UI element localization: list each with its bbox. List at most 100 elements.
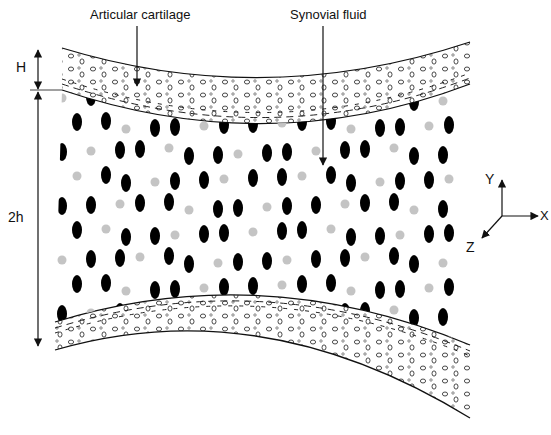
fluid-particle [340, 249, 350, 267]
cartilage-layers [55, 73, 470, 356]
fluid-particle [199, 171, 209, 189]
fluid-particle [444, 224, 454, 242]
fluid-particle [347, 125, 356, 134]
fluid-particle [311, 250, 321, 268]
fluid-particle [283, 256, 292, 265]
fluid-particle [326, 328, 336, 346]
fluid-particle [135, 194, 145, 212]
fluid-particle [326, 112, 336, 130]
fluid-particle [297, 221, 307, 239]
fluid-particle [57, 143, 67, 161]
fluid-particle [151, 178, 160, 187]
fluid-particle [233, 253, 243, 271]
fluid-particle [136, 91, 145, 100]
fluid-particle [424, 171, 434, 189]
fluid-particle [346, 174, 356, 192]
cartilage-outlines [55, 42, 470, 418]
fluid-particle [409, 147, 419, 165]
fluid-particle [249, 228, 258, 237]
fluid-particle [262, 252, 272, 270]
fluid-particle [121, 228, 131, 246]
fluid-particle [341, 200, 350, 209]
fluid-particle [262, 90, 272, 108]
fluid-particle [101, 328, 111, 346]
fluid-particle [248, 169, 258, 187]
fluid-particle [121, 336, 131, 354]
fluid-particle [199, 333, 209, 351]
fluid-particle [360, 302, 370, 320]
fluid-particle [248, 331, 258, 349]
fluid-particle [233, 91, 243, 109]
fluid-particle [171, 231, 180, 240]
fluid-particle [213, 146, 223, 164]
fluid-particle [72, 221, 82, 239]
fluid-particle [58, 256, 67, 265]
synovial-particles [57, 85, 454, 354]
fluid-particle [361, 253, 370, 262]
fluid-particle [122, 287, 131, 296]
fluid-particle [86, 88, 96, 106]
fluid-particle [115, 249, 125, 267]
fluid-particle [327, 225, 336, 234]
fluid-particle [115, 303, 125, 321]
fluid-particle [116, 200, 125, 209]
fluid-particle [439, 97, 448, 106]
fluid-particle [87, 147, 96, 156]
fluid-particle [165, 306, 174, 315]
fluid-particle [409, 309, 419, 327]
axis-label: Z [466, 240, 475, 255]
fluid-particle [410, 206, 419, 215]
fluid-particle [234, 150, 243, 159]
fluid-particle [122, 125, 131, 134]
fluid-particle [219, 224, 229, 242]
fluid-particle [170, 334, 180, 352]
fluid-particle [277, 222, 287, 240]
fluid-particle [164, 193, 174, 211]
fluid-particle [360, 194, 370, 212]
fluid-particle [425, 122, 434, 131]
fluid-particle [277, 330, 287, 348]
fluid-particle [395, 118, 405, 136]
extension-line [30, 90, 62, 91]
fluid-particle [170, 118, 180, 136]
fluid-particle [73, 334, 82, 343]
fluid-particle [445, 175, 454, 184]
fluid-particle [375, 119, 385, 137]
fluid-particle [444, 116, 454, 134]
fluid-particle [298, 172, 307, 181]
fluid-particle [102, 225, 111, 234]
fluid-particle [438, 200, 448, 218]
dimension-line [37, 92, 38, 346]
fluid-particle [409, 255, 419, 273]
fluid-particle [213, 308, 223, 326]
part-label: Synovial fluid [290, 8, 367, 22]
fluid-particle [340, 141, 350, 159]
fluid-particle [409, 93, 419, 111]
fluid-particle [220, 175, 229, 184]
fluid-particle [115, 87, 125, 105]
fluid-particle [376, 178, 385, 187]
fluid-particle [86, 196, 96, 214]
fluid-particle [185, 206, 194, 215]
leader-arrow [322, 26, 323, 165]
fluid-particle [340, 87, 350, 105]
fluid-particle [395, 280, 405, 298]
fluid-particle [199, 225, 209, 243]
dimension-line [37, 50, 38, 89]
fluid-particle [136, 253, 145, 262]
fluid-particle [101, 112, 111, 130]
fluid-particle [58, 94, 67, 103]
upper-cartilage [62, 42, 470, 124]
fluid-particle [219, 278, 229, 296]
fluid-particle [234, 312, 243, 321]
fluid-particle [278, 281, 287, 290]
fluid-particle [297, 275, 307, 293]
fluid-particle [184, 93, 194, 111]
fluid-particle [101, 274, 111, 292]
fluid-particle [297, 113, 307, 131]
fluid-particle [72, 113, 82, 131]
fluid-particle [150, 227, 160, 245]
fluid-particle [282, 305, 292, 323]
fluid-particle [361, 91, 370, 100]
fluid-particle [424, 333, 434, 351]
